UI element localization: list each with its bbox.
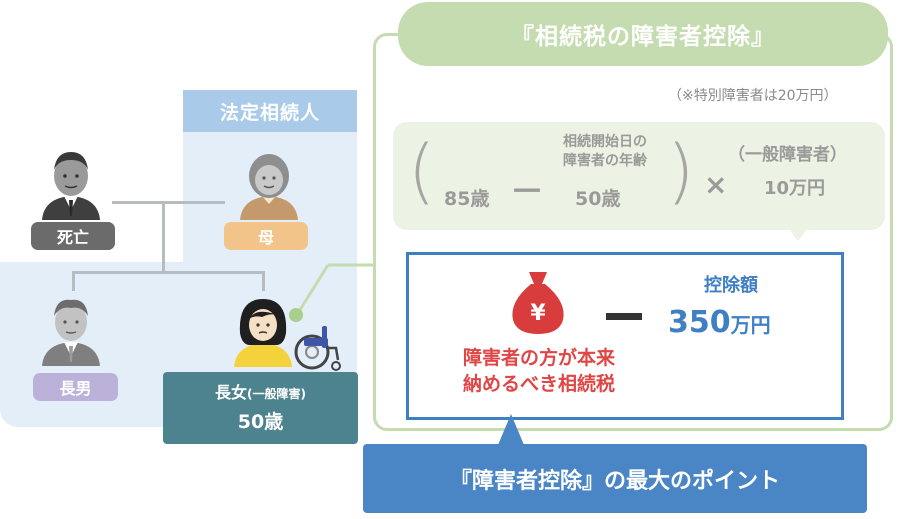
point-callout-tail bbox=[498, 414, 524, 445]
disability-category: （一般障害者） bbox=[728, 145, 847, 165]
daughter-label: 長女(一般障害) bbox=[215, 383, 306, 402]
heirs-title: 法定相続人 bbox=[183, 90, 357, 132]
heir-age: 50歳 bbox=[575, 188, 621, 210]
tax-line1: 障害者の方が本来 bbox=[462, 347, 615, 369]
deceased-person-icon bbox=[42, 152, 100, 220]
tree-line-vertical bbox=[162, 201, 165, 273]
tree-line-daughter bbox=[262, 271, 265, 291]
daughter-info-box: 長女(一般障害) 50歳 bbox=[163, 372, 358, 444]
age-caption-line1: 相続開始日の bbox=[563, 134, 647, 150]
open-bracket: ( bbox=[408, 130, 436, 212]
mother-person-icon bbox=[240, 154, 298, 220]
daughter-disability-note: (一般障害) bbox=[247, 387, 306, 401]
close-bracket: ) bbox=[667, 130, 695, 212]
connector-line bbox=[289, 263, 376, 322]
deceased-badge: 死亡 bbox=[31, 222, 115, 250]
deduction-result-box bbox=[406, 252, 844, 420]
deduction-unit: 万円 bbox=[730, 313, 771, 337]
formula-bubble bbox=[393, 122, 885, 230]
deduction-amount: 350万円 bbox=[668, 305, 771, 340]
result-minus bbox=[606, 313, 642, 320]
panel-title: 『相続税の障害者控除』 bbox=[398, 2, 888, 66]
son-badge: 長男 bbox=[33, 373, 118, 401]
tax-line2: 納めるべき相続税 bbox=[462, 373, 615, 395]
special-disability-note: （※特別障害者は20万円） bbox=[668, 88, 838, 104]
money-bag-icon: ¥ bbox=[512, 272, 564, 334]
age-caption-line2: 障害者の年齢 bbox=[563, 153, 647, 169]
age-caption: 相続開始日の 障害者の年齢 bbox=[545, 133, 665, 171]
tax-description: 障害者の方が本来 納めるべき相続税 bbox=[430, 345, 648, 397]
son-person-icon bbox=[42, 299, 100, 366]
unit-amount: 10万円 bbox=[764, 178, 826, 199]
deduction-label: 控除額 bbox=[704, 275, 758, 296]
mother-badge: 母 bbox=[224, 222, 308, 250]
formula-times: × bbox=[704, 168, 728, 201]
tree-line-children bbox=[72, 271, 264, 274]
yen-symbol: ¥ bbox=[530, 301, 546, 326]
formula-bubble-tail bbox=[789, 229, 807, 241]
deduction-number: 350 bbox=[668, 305, 731, 340]
wheelchair-icon bbox=[294, 326, 341, 371]
formula-minus: － bbox=[510, 172, 544, 212]
tree-line-spouse bbox=[112, 201, 225, 204]
tree-line-son bbox=[72, 271, 75, 291]
key-point-callout: 『障害者控除』の最大のポイント bbox=[363, 444, 867, 513]
age-limit: 85歳 bbox=[444, 188, 490, 210]
daughter-age: 50歳 bbox=[237, 411, 284, 433]
daughter-person-icon bbox=[234, 299, 292, 367]
